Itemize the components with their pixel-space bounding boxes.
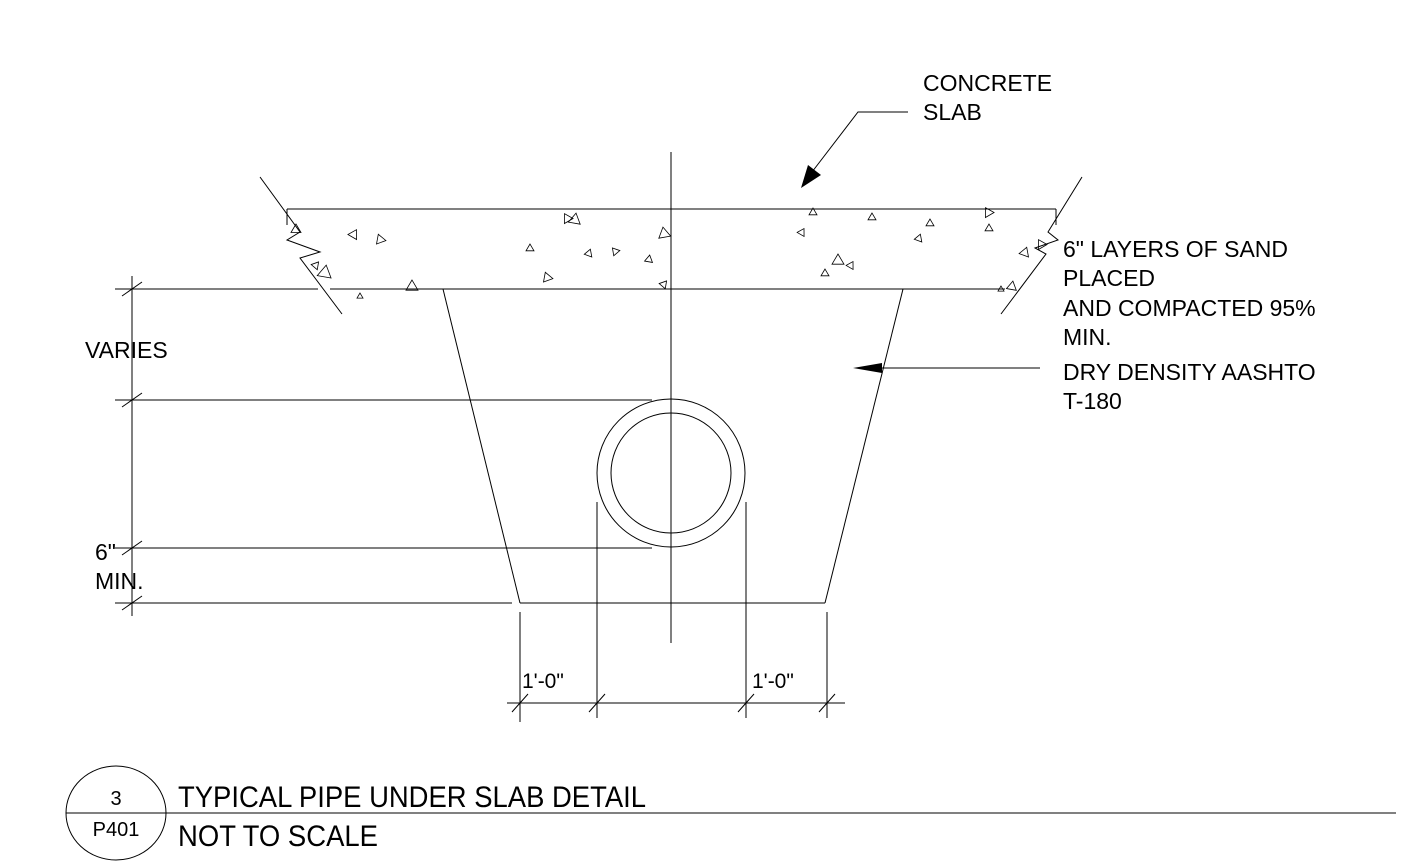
tick — [511, 693, 529, 713]
aggregate-mark — [658, 280, 668, 290]
sand-note-line-1: 6" LAYERS OF SAND — [1063, 236, 1288, 262]
detail-title: TYPICAL PIPE UNDER SLAB DETAIL — [178, 781, 646, 814]
sand-trench — [442, 288, 904, 604]
vertical-dimensions — [115, 276, 652, 616]
aggregate-mark — [316, 264, 332, 279]
sand-note-leader — [853, 363, 1040, 373]
right-clearance-dimension-label: 1'-0" — [752, 670, 794, 693]
aggregate-mark — [1038, 238, 1048, 251]
sand-note-line-2: PLACED — [1063, 265, 1155, 291]
aggregate-mark — [611, 247, 621, 257]
detail-title-block: 3 P401 TYPICAL PIPE UNDER SLAB DETAIL NO… — [65, 765, 1396, 861]
aggregate-mark — [845, 260, 854, 271]
concrete-slab-leader — [801, 111, 908, 188]
aggregate-mark — [913, 233, 923, 243]
aggregate-mark — [658, 226, 672, 239]
aggregate-mark — [405, 279, 419, 291]
tick — [121, 392, 143, 408]
tick — [737, 693, 755, 713]
horizontal-dimensions — [507, 502, 845, 722]
concrete-aggregate-hatch — [290, 206, 1048, 299]
detail-number: 3 — [110, 788, 121, 810]
sand-note-line-4: MIN. — [1063, 324, 1112, 350]
sand-note-line-3: AND COMPACTED 95% — [1063, 295, 1316, 321]
aggregate-mark — [583, 248, 593, 258]
tick — [818, 693, 836, 713]
six-inch-dimension-label: 6" — [95, 539, 116, 565]
aggregate-mark — [347, 228, 357, 241]
aggregate-mark — [796, 227, 805, 238]
sand-note-line-6: T-180 — [1063, 388, 1122, 414]
aggregate-mark — [564, 212, 574, 225]
aggregate-mark — [984, 223, 994, 232]
tick — [588, 693, 606, 713]
aggregate-mark — [643, 254, 654, 263]
aggregate-mark — [567, 212, 581, 225]
aggregate-mark — [808, 207, 818, 216]
trench-right-wall — [824, 288, 904, 604]
slab-break-line-left — [259, 176, 343, 315]
concrete-slab-label-line-1: CONCRETE — [923, 70, 1052, 96]
aggregate-mark — [820, 268, 830, 277]
tick — [121, 540, 143, 556]
tick — [121, 595, 143, 611]
aggregate-mark — [997, 285, 1005, 292]
min-dimension-label: MIN. — [95, 568, 144, 594]
leader-line — [811, 111, 908, 173]
detail-sheet-reference: P401 — [93, 819, 140, 841]
aggregate-mark — [542, 271, 554, 283]
leader-arrowhead — [801, 165, 821, 188]
aggregate-mark — [525, 243, 535, 252]
concrete-slab-label-line-2: SLAB — [923, 99, 982, 125]
aggregate-mark — [925, 218, 935, 227]
left-clearance-dimension-label: 1'-0" — [522, 670, 564, 693]
aggregate-mark — [356, 292, 364, 299]
aggregate-mark — [867, 212, 877, 221]
aggregate-mark — [1005, 280, 1017, 291]
tick — [121, 281, 143, 297]
aggregate-mark — [831, 253, 845, 265]
leader-arrowhead — [853, 363, 882, 373]
aggregate-mark — [985, 206, 995, 219]
aggregate-mark — [310, 261, 320, 271]
trench-left-wall — [442, 288, 521, 604]
aggregate-mark — [290, 223, 302, 233]
detail-scale-note: NOT TO SCALE — [178, 820, 378, 853]
aggregate-mark — [375, 233, 387, 245]
aggregate-mark — [1018, 246, 1030, 258]
varies-dimension-label: VARIES — [85, 337, 168, 363]
sand-note-line-5: DRY DENSITY AASHTO — [1063, 359, 1316, 385]
